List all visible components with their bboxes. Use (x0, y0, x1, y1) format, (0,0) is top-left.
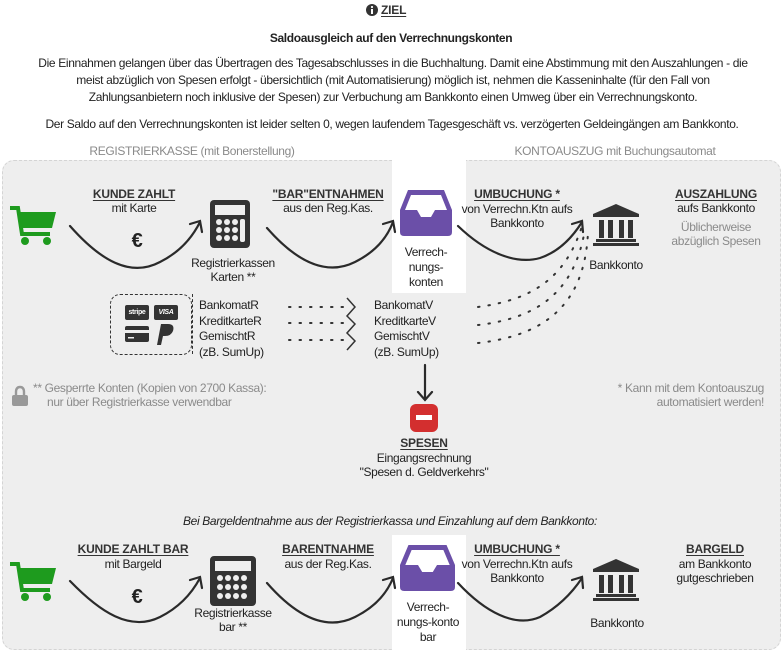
credit-card-icon (125, 326, 149, 342)
r-accounts-list: BankomatR KreditkarteR GemischtR (zB. Su… (199, 298, 264, 360)
bargeld-line-1: am Bankkonto (678, 557, 752, 571)
subtitle: Saldoausgleich auf den Verrechnungskonte… (269, 31, 513, 45)
spesen-title: SPESEN (400, 436, 448, 450)
bargeld-line-2: gutgeschrieben (676, 571, 754, 585)
bankkonto-label: Bankkonto (589, 258, 643, 272)
umbuchung-line-1: von Verrechn.Ktn aufs (461, 202, 573, 216)
vk-bar-label-1: Verrech- (406, 600, 450, 614)
v-account: KreditkarteV (374, 313, 436, 328)
vk-label-3: konten (409, 275, 443, 289)
calculator-icon (210, 200, 250, 248)
umbuchung-bar-title: UMBUCHUNG * (474, 542, 560, 556)
kasse-bar-label-1: Registrierkasse (194, 606, 272, 620)
vk-label-1: Verrech- (404, 245, 448, 259)
arrow-kasse-vk (265, 220, 395, 269)
paypal-icon (157, 324, 174, 345)
shopping-cart-icon (10, 206, 56, 245)
stripe-icon: stripe (125, 305, 149, 320)
bankkonto-bar-label: Bankkonto (590, 616, 644, 630)
arrow-vk-bank-bar (456, 576, 584, 622)
auszahlung-note-1: Üblicherweise (680, 220, 752, 234)
kasse-label-1: Registrierkassen (191, 256, 275, 270)
r-account: GemischtR (199, 329, 256, 343)
v-account: (zB. SumUp) (374, 344, 439, 359)
auto-note-1: * Kann mit dem Kontoauszug (617, 381, 765, 395)
barentnahmen-title: "BAR"ENTNAHMEN (272, 187, 384, 201)
bank-icon (593, 204, 639, 246)
inbox-icon (400, 190, 452, 236)
kunde-zahlt-bar-title: KUNDE ZAHLT BAR (77, 542, 189, 556)
goal-title: ZIEL (381, 3, 407, 17)
r-account: (zB. SumUp) (199, 344, 264, 359)
r-account: KreditkarteR (199, 313, 262, 328)
umbuchung-title: UMBUCHUNG * (474, 187, 560, 201)
minus-icon (410, 404, 438, 432)
euro-icon: € (131, 586, 143, 608)
auszahlung-note-2: abzüglich Spesen (671, 234, 761, 248)
kunde-zahlt-bar-sub: mit Bargeld (104, 557, 162, 571)
r-account: BankomatR (199, 298, 259, 312)
bank-icon (593, 559, 639, 601)
vk-bar-label-3: bar (419, 630, 437, 644)
lock-icon (12, 385, 28, 406)
umbuchung-bar-line-2: Bankkonto (490, 571, 544, 585)
v-account: GemischtV (374, 329, 430, 343)
lock-note-1: ** Gesperrte Konten (Kopien von 2700 Kas… (33, 381, 267, 395)
auto-note-2: automatisiert werden! (656, 395, 765, 409)
arrow-kunde-kasse-bar (68, 576, 202, 624)
saldo-paragraph: Der Saldo auf den Verrechnungskonten ist… (45, 117, 739, 131)
kunde-zahlt-title: KUNDE ZAHLT (92, 187, 176, 201)
auszahlung-title: AUSZAHLUNG (675, 187, 757, 201)
goal-heading: ZIEL (366, 3, 406, 17)
auszahlung-sub: aufs Bankkonto (677, 201, 755, 215)
divider (192, 294, 193, 354)
umbuchung-bar-line-1: von Verrechn.Ktn aufs (461, 557, 573, 571)
lock-note-2: nur über Registrierkasse verwendbar (47, 395, 232, 409)
umbuchung-line-2: Bankkonto (490, 216, 544, 230)
kasse-bar-label-2: bar ** (219, 620, 247, 634)
payment-providers-box: stripe VISA (110, 294, 192, 355)
calculator-icon (210, 556, 256, 606)
section-registrierkasse: REGISTRIERKASSE (mit Bonerstellung) (89, 144, 295, 158)
vk-label-2: nungs- (408, 260, 444, 274)
flow-background (2, 160, 781, 650)
kasse-label-2: Karten ** (210, 270, 256, 284)
arrow-vk-bank (456, 220, 584, 261)
arrow-to-spesen (416, 363, 434, 402)
bargeld-title: BARGELD (686, 542, 744, 556)
barentnahme-sub: aus der Reg.Kas. (284, 557, 372, 571)
euro-icon: € (131, 230, 143, 252)
info-icon (366, 4, 378, 16)
vk-bar-label-2: nungs-konto (396, 615, 460, 629)
barentnahme-title: BARENTNAHME (282, 542, 374, 556)
intro-paragraph: Die Einnahmen gelangen über das Übertrag… (38, 56, 748, 104)
spesen-line-2: "Spesen d. Geldverkehrs" (359, 465, 489, 479)
kunde-zahlt-sub: mit Karte (111, 201, 157, 215)
v-accounts-list: BankomatV KreditkarteV GemischtV (zB. Su… (374, 298, 439, 360)
cash-intro: Bei Bargeldentnahme aus der Registrierka… (183, 514, 597, 528)
arrow-kunde-kasse (68, 220, 202, 269)
section-kontoauszug: KONTOAUSZUG mit Buchungsautomat (514, 144, 716, 158)
barentnahmen-sub: aus den Reg.Kas. (283, 201, 373, 215)
visa-icon: VISA (154, 305, 178, 320)
v-account: BankomatV (374, 298, 433, 312)
arrow-kasse-vk-bar (265, 576, 395, 624)
spesen-line-1: Eingangsrechnung (376, 451, 472, 465)
inbox-icon (400, 545, 455, 591)
shopping-cart-icon (10, 562, 56, 601)
